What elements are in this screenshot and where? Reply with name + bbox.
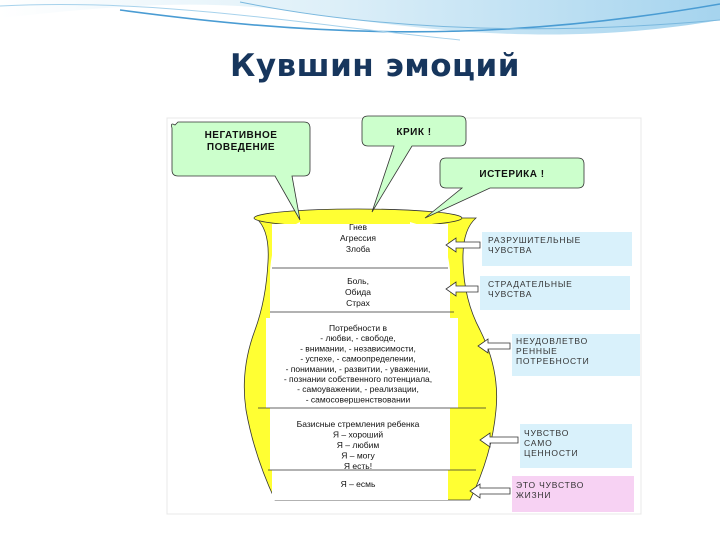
jar-section-2-line-5: - познании собственного потенциала, (284, 374, 432, 384)
side-label-box-0 (482, 232, 632, 266)
jar-section-3-line-3: Я – могу (341, 451, 375, 461)
jar-section-0-line-0: Гнев (349, 222, 368, 232)
jar-section-3-line-0: Базисные стремления ребенка (297, 419, 420, 429)
jar-section-2-line-6: - самоуважении, - реализации, (297, 384, 419, 394)
arrow-0 (445, 237, 481, 253)
side-label-3-line-0: ЧУВСТВО (524, 428, 569, 438)
side-label-box-4 (512, 476, 634, 512)
jar-section-3-line-2: Я – любим (337, 440, 380, 450)
bubble-negative-behavior (171, 121, 311, 221)
side-label-0-line-0: РАЗРУШИТЕЛЬНЫЕ (488, 235, 581, 245)
arrow-4 (469, 483, 511, 499)
bubble-0-line-1: ПОВЕДЕНИЕ (207, 142, 275, 153)
side-label-box-3 (520, 424, 632, 468)
jar-section-2-line-4: - понимании, - развитии, - уважении, (286, 364, 431, 374)
jar-section-2-line-1: - любви, - свободе, (320, 333, 395, 343)
page-title: Кувшин эмоций (230, 48, 520, 84)
jar-section-2-line-3: - успехе, - самоопределении, (300, 354, 415, 364)
side-label-1-line-0: СТРАДАТЕЛЬНЫЕ (488, 279, 573, 289)
jar-section-0-line-2: Злоба (346, 244, 371, 254)
jar-section-2-line-7: - самосовершенствовании (306, 394, 411, 404)
side-label-2-line-2: ПОТРЕБНОСТИ (516, 356, 590, 366)
header-decoration (0, 0, 720, 41)
side-label-1-line-1: ЧУВСТВА (488, 289, 532, 299)
bubble-2-line-0: ИСТЕРИКА ! (479, 169, 544, 180)
jar-section-1-line-0: Боль, (347, 276, 369, 286)
arrow-2 (477, 338, 511, 354)
jar-section-1-line-1: Обида (345, 287, 371, 297)
jar-section-2-line-2: - внимании, - независимости, (300, 343, 416, 353)
arrow-1 (445, 281, 479, 297)
arrow-3 (479, 432, 519, 448)
bubble-hysteria (424, 157, 585, 219)
side-label-box-2 (512, 334, 640, 376)
side-label-2-line-0: НЕУДОВЛЕТВО (516, 336, 588, 346)
side-label-4-line-0: ЭТО ЧУВСТВО (516, 480, 584, 490)
side-label-0-line-1: ЧУВСТВА (488, 245, 532, 255)
bubble-shout (361, 115, 467, 213)
side-label-3-line-2: ЦЕННОСТИ (524, 448, 578, 458)
bubble-0-line-0: НЕГАТИВНОЕ (205, 130, 278, 141)
jar-section-4-line-0: Я – есмь (341, 479, 376, 489)
jar-section-3-line-1: Я – хороший (333, 430, 383, 440)
side-label-3-line-1: САМО (524, 438, 553, 448)
jar-section-0-line-1: Агрессия (340, 233, 376, 243)
jar-section-1-line-2: Страх (346, 298, 370, 308)
jar-section-3-line-4: Я есть! (344, 461, 372, 471)
side-label-2-line-1: РЕННЫЕ (516, 346, 558, 356)
bubble-1-line-0: КРИК ! (396, 127, 431, 138)
jar-section-2-line-0: Потребности в (329, 323, 387, 333)
side-label-box-1 (480, 276, 630, 310)
side-label-4-line-1: ЖИЗНИ (516, 490, 551, 500)
